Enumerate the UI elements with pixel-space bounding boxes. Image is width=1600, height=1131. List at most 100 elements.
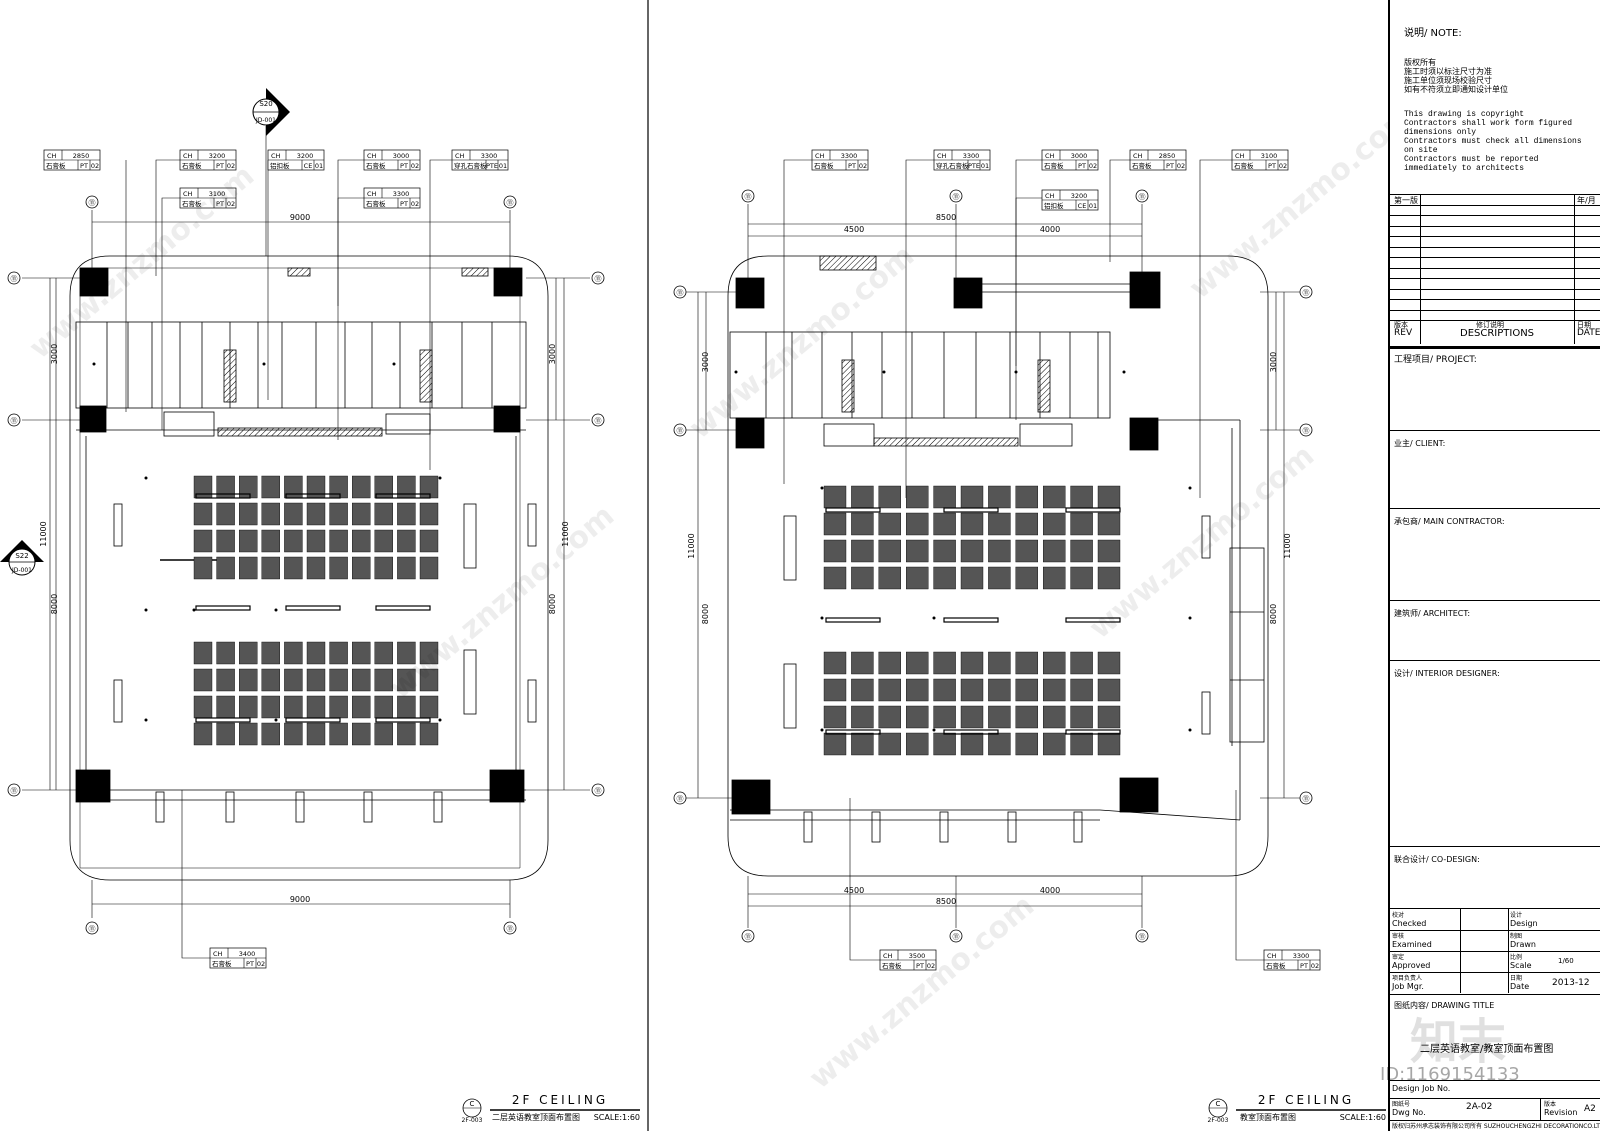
- left-sheet-scale: SCALE:1:60: [594, 1113, 640, 1122]
- tag-ch-value: 3300: [393, 190, 410, 198]
- light-panel: [284, 722, 303, 746]
- project-label: 工程项目/ PROJECT:: [1394, 355, 1477, 365]
- light-panel: [306, 722, 326, 746]
- light-panel: [823, 705, 847, 729]
- note-en-3: dimensions only: [1404, 128, 1477, 137]
- light-panel: [933, 485, 956, 509]
- light-panel: [906, 678, 929, 702]
- left-bubble-ref: 2F-003: [462, 1117, 483, 1124]
- light-panel: [1015, 512, 1038, 536]
- light-panel: [284, 695, 303, 719]
- tag-ch-value: 3300: [1293, 952, 1310, 960]
- left-bottom-dim: 9000: [290, 895, 310, 904]
- light-panel: [960, 512, 984, 536]
- codesign-label: 联合设计/ CO-DESIGN:: [1394, 855, 1480, 864]
- light-panel: [906, 539, 929, 563]
- left-side-dim-c: 8000: [50, 594, 59, 614]
- right-bubble-ref: 2F-003: [1208, 1117, 1229, 1124]
- light-panel: [933, 651, 956, 675]
- jobmgr-cn: 项目负责人: [1392, 975, 1423, 982]
- light-panel: [284, 529, 303, 553]
- revision-label: Revision: [1544, 1108, 1578, 1117]
- light-panel: [261, 668, 280, 692]
- light-panel: [306, 475, 326, 499]
- light-panel: [878, 678, 901, 702]
- right-ceiling-plan: [680, 159, 1300, 961]
- light-panel: [419, 529, 439, 553]
- tag-number: 02: [227, 200, 235, 208]
- light-panel: [1097, 566, 1121, 590]
- left-side-dim-d: 3000: [548, 344, 557, 364]
- grid-bubble-label: ⑪: [89, 199, 96, 207]
- light-panel: [216, 529, 235, 553]
- right-bottom-dim-total: 8500: [936, 897, 956, 906]
- light-panel: [1097, 732, 1121, 756]
- grid-bubble-label: ⑪: [1303, 289, 1310, 297]
- light-panel-grid-lower: [193, 641, 439, 746]
- light-panel: [238, 668, 258, 692]
- light-panel: [306, 668, 326, 692]
- checked-label: Checked: [1392, 919, 1427, 928]
- light-panel: [193, 556, 213, 580]
- light-panel: [878, 566, 901, 590]
- window-mullions-right: [803, 811, 1083, 843]
- light-panel: [960, 566, 984, 590]
- light-panel: [1070, 678, 1093, 702]
- tag-ch-label: CH: [183, 152, 193, 160]
- light-panel: [878, 705, 901, 729]
- light-panel: [238, 529, 258, 553]
- light-panel: [238, 641, 258, 665]
- tag-material: 石膏板: [182, 199, 202, 208]
- light-panel: [329, 502, 348, 526]
- tag-material: 铝扣板: [270, 161, 290, 170]
- right-top-dim-total: 8500: [936, 213, 956, 222]
- tag-ch-value: 3400: [239, 950, 256, 958]
- tag-material: 石膏板: [1132, 161, 1152, 170]
- tag-code: PT: [80, 162, 88, 170]
- light-panel: [988, 539, 1011, 563]
- left-sheet-subtitle: 二层英语教室顶面布置图: [492, 1112, 580, 1122]
- right-bottom-dim-b: 4000: [1040, 886, 1060, 895]
- light-panel: [352, 668, 371, 692]
- revision-row-line: [1390, 246, 1600, 248]
- light-panel: [284, 641, 303, 665]
- tag-ch-value: 3200: [1071, 192, 1088, 200]
- light-panel: [397, 502, 416, 526]
- window-mullions: [155, 791, 443, 823]
- tag-ch-value: 2850: [73, 152, 90, 160]
- light-panel: [878, 512, 901, 536]
- tag-material: 铝扣板: [1044, 201, 1064, 210]
- dwg-label: Dwg No.: [1392, 1108, 1426, 1117]
- revision-table: 第一版 年/月 版本 REV 修订说明 DESCRIPTIONS 日期 DATE: [1390, 194, 1600, 344]
- tag-ch-value: 2850: [1159, 152, 1176, 160]
- right-top-dim-b: 4000: [1040, 225, 1060, 234]
- revision-value: A2: [1584, 1104, 1596, 1114]
- watermark-text-5: www.znzmo.com: [803, 888, 1041, 1096]
- tag-material: 石膏板: [1234, 161, 1254, 170]
- light-panel: [960, 651, 984, 675]
- light-panel: [352, 502, 371, 526]
- light-panel: [419, 641, 439, 665]
- light-panel: [878, 485, 901, 509]
- light-panel: [1097, 539, 1121, 563]
- light-panel: [352, 641, 371, 665]
- right-side-dim-d: 3000: [1269, 352, 1278, 372]
- light-panel: [1015, 651, 1038, 675]
- tag-code: PT: [1166, 162, 1174, 170]
- light-panel: [988, 678, 1011, 702]
- tag-leaders-right: [783, 159, 1264, 961]
- grid-bubble-label: ⑪: [953, 193, 960, 201]
- light-panel: [906, 705, 929, 729]
- light-panel: [329, 641, 348, 665]
- drawn-cn: 制图: [1510, 933, 1523, 940]
- tag-ch-label: CH: [1235, 152, 1245, 160]
- tag-ch-value: 3300: [963, 152, 980, 160]
- light-panel: [397, 641, 416, 665]
- light-panel: [1042, 539, 1066, 563]
- light-panel: [306, 556, 326, 580]
- note-cn-3: 施工单位须现场校验尺寸: [1404, 76, 1492, 85]
